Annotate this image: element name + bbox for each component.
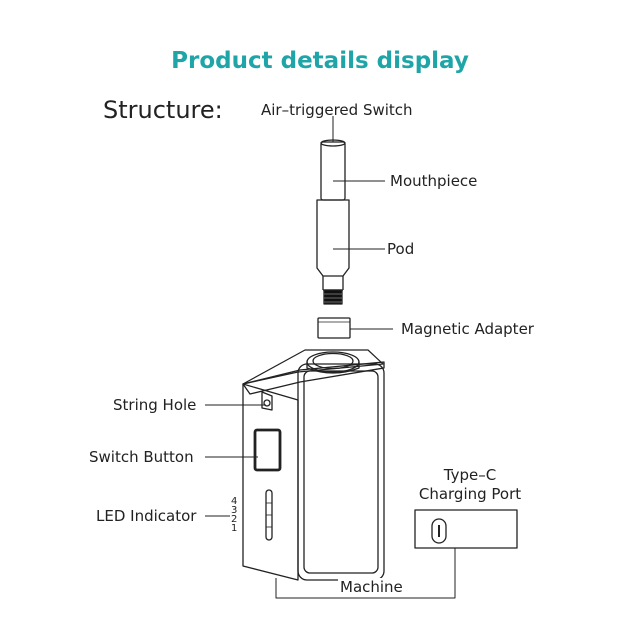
- label-switch-button: Switch Button: [89, 448, 194, 466]
- led-level-2: 2: [231, 514, 238, 525]
- magnetic-adapter: [317, 317, 351, 339]
- label-type-c: Type–C: [443, 466, 497, 484]
- led-level-1: 1: [231, 523, 238, 534]
- label-led-indicator: LED Indicator: [96, 507, 197, 525]
- led-level-3: 3: [231, 505, 238, 516]
- label-magnetic-adapter: Magnetic Adapter: [401, 320, 534, 338]
- label-air-switch: Air–triggered Switch: [261, 101, 413, 119]
- led-level-labels: 4 3 2 1: [231, 496, 238, 534]
- label-pod: Pod: [387, 240, 415, 258]
- label-string-hole: String Hole: [113, 396, 197, 414]
- type-c-port-box: [414, 509, 518, 549]
- label-machine: Machine: [338, 578, 405, 596]
- machine-body: [242, 349, 385, 581]
- led-level-4: 4: [231, 496, 238, 507]
- page-title: Product details display: [171, 48, 469, 74]
- label-charging-port: Charging Port: [418, 485, 522, 503]
- leader-machine-port: [275, 548, 456, 599]
- pod-thread: [323, 289, 343, 305]
- mouthpiece-tip: [320, 139, 346, 201]
- structure-heading: Structure:: [103, 96, 223, 124]
- label-mouthpiece: Mouthpiece: [390, 172, 478, 190]
- pod-body: [316, 199, 350, 291]
